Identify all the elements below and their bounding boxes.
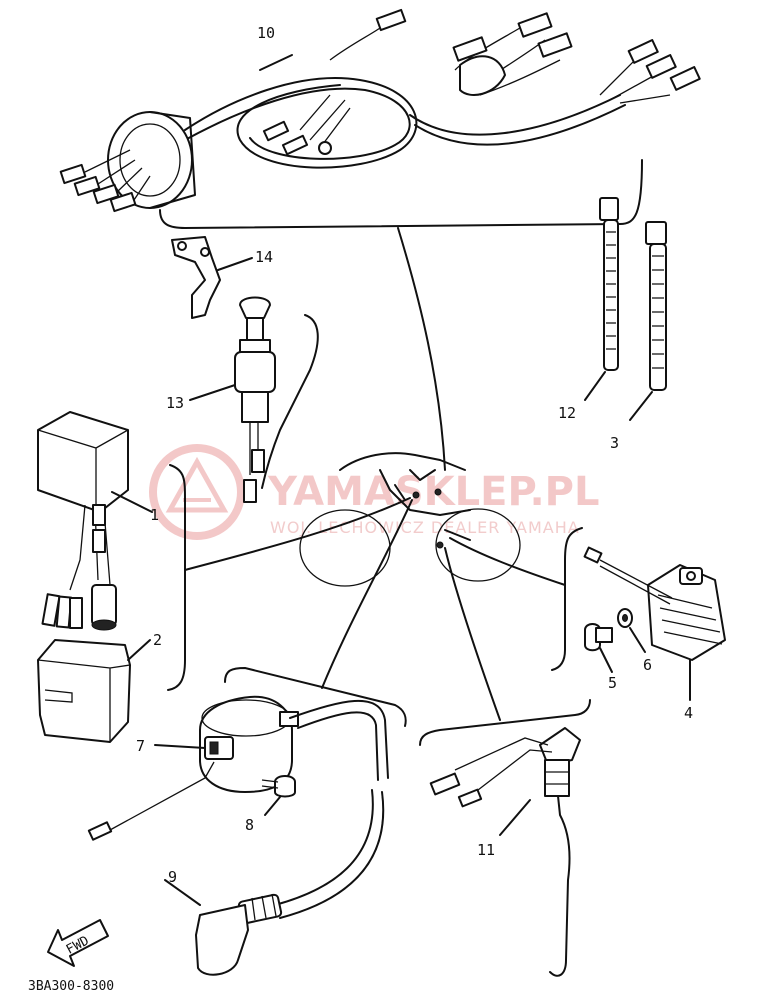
watermark: YAMASKLEP.PL WOJ. LECHOWICZ DEALER YAMAH… xyxy=(149,444,599,540)
leader-10 xyxy=(259,54,293,71)
starter-switch-13 xyxy=(189,296,276,503)
callout-4: 4 xyxy=(684,704,693,722)
cdi-unit-1 xyxy=(37,411,153,631)
callout-8: 8 xyxy=(245,816,254,834)
choke-bracket xyxy=(261,314,319,489)
regulator-bracket xyxy=(551,527,583,671)
harness-bracket xyxy=(159,159,643,229)
cable-tie-3 xyxy=(629,221,667,421)
wire-harness-10 xyxy=(59,8,701,213)
fwd-arrow-icon: FWD xyxy=(47,919,109,967)
callout-1: 1 xyxy=(150,506,159,524)
regulator-leader xyxy=(449,537,566,586)
coil-bracket xyxy=(224,667,407,727)
yamaha-logo-icon xyxy=(149,444,245,540)
cdi-cover-2 xyxy=(37,639,151,743)
callout-14: 14 xyxy=(255,248,273,266)
cable-tie-12 xyxy=(584,197,619,401)
coil-leader xyxy=(321,499,413,689)
callout-11: 11 xyxy=(477,841,495,859)
cdi-leader xyxy=(184,497,411,571)
callout-6: 6 xyxy=(643,656,652,674)
bracket-14 xyxy=(171,236,253,319)
washer-6 xyxy=(617,608,646,653)
screw-8 xyxy=(261,775,296,816)
long-bolt xyxy=(583,546,673,605)
rectifier-regulator-4 xyxy=(647,564,726,701)
watermark-brand: YAMASKLEP.PL xyxy=(267,469,599,515)
switch-leader xyxy=(444,547,501,721)
callout-9: 9 xyxy=(168,868,177,886)
ignition-coil-7 xyxy=(87,695,299,841)
cdi-bracket xyxy=(167,464,186,691)
callout-2: 2 xyxy=(153,631,162,649)
callout-3: 3 xyxy=(610,434,619,452)
diagram-code: 3BA300-8300 xyxy=(28,979,114,994)
harness-leader xyxy=(397,227,446,471)
callout-5: 5 xyxy=(608,674,617,692)
callout-12: 12 xyxy=(558,404,576,422)
switch-bracket xyxy=(419,699,591,746)
callout-10: 10 xyxy=(257,24,275,42)
neutral-switch-11 xyxy=(429,727,581,977)
spark-plug-cap-9 xyxy=(164,700,389,976)
callout-7: 7 xyxy=(136,737,145,755)
bolt-5 xyxy=(584,623,613,673)
callout-13: 13 xyxy=(166,394,184,412)
